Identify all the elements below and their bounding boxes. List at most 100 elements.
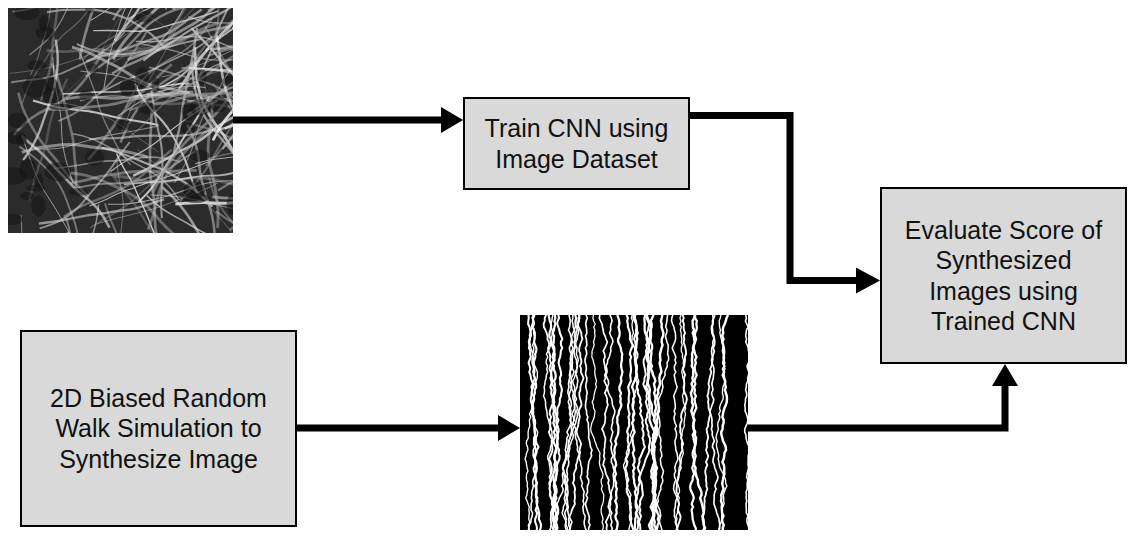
dark-pore — [45, 162, 71, 181]
fiber-strand — [162, 187, 233, 233]
fiber-strand — [109, 171, 186, 233]
fiber-strand — [207, 151, 233, 163]
dark-pore — [8, 214, 23, 225]
fiber-strand — [173, 8, 233, 9]
walk-path — [691, 315, 705, 530]
dark-pore — [8, 112, 27, 128]
fiber-strand — [70, 173, 177, 233]
fiber-strand — [175, 203, 233, 206]
fiber-strand — [142, 8, 178, 9]
walk-path — [633, 315, 645, 530]
fiber-strand — [14, 49, 104, 135]
box-label: Train CNN using Image Dataset — [475, 113, 678, 174]
dark-pore — [19, 159, 37, 180]
walk-path — [552, 315, 558, 530]
dark-pore — [85, 8, 95, 13]
dark-pore — [23, 76, 49, 97]
walk-path — [716, 315, 727, 530]
dark-pore — [27, 60, 46, 71]
fiber-strand — [218, 154, 233, 190]
dark-pore — [197, 69, 207, 85]
fiber-strand — [117, 161, 123, 233]
walk-path — [721, 315, 728, 530]
fiber-strand — [148, 125, 215, 230]
dark-pore — [151, 78, 159, 93]
fiber-strand — [232, 27, 233, 147]
fiber-strand — [152, 94, 231, 193]
walk-path — [555, 315, 575, 530]
walk-path — [574, 315, 587, 530]
dark-pore — [135, 11, 153, 22]
fiber-strand — [206, 64, 233, 166]
box-label: Evaluate Score of Synthesized Images usi… — [892, 215, 1115, 337]
walk-path — [657, 315, 668, 530]
fiber-strand — [21, 215, 29, 233]
dark-pore — [210, 97, 228, 112]
dark-pore — [85, 149, 105, 166]
dark-pore — [222, 76, 233, 87]
dark-pore — [79, 90, 93, 100]
synthesized-image — [520, 315, 748, 530]
walk-path — [591, 315, 604, 530]
dark-pore — [182, 193, 209, 203]
fiber-strand — [187, 125, 215, 233]
box-label: 2D Biased Random Walk Simulation to Synt… — [32, 383, 285, 475]
walk-path — [525, 315, 537, 530]
arrow-head — [992, 364, 1018, 386]
dark-pore — [189, 99, 211, 115]
fiber-strand — [88, 64, 172, 160]
arrow-head — [498, 415, 520, 441]
process-box: 2D Biased Random Walk Simulation to Synt… — [20, 330, 297, 527]
dark-pore — [20, 192, 34, 200]
dark-pore — [181, 122, 195, 134]
dark-pore — [38, 15, 49, 32]
fiber-strand — [171, 8, 233, 86]
process-box: Evaluate Score of Synthesized Images usi… — [880, 187, 1127, 364]
dark-pore — [14, 8, 39, 20]
fiber-strand — [113, 8, 184, 59]
fiber-strand — [191, 28, 233, 106]
dark-pore — [49, 103, 73, 110]
flow-connector — [690, 116, 858, 281]
walk-path — [599, 315, 611, 530]
walk-path — [585, 315, 592, 530]
dark-pore — [135, 67, 149, 88]
dark-pore — [120, 78, 137, 97]
image-background — [520, 315, 748, 530]
dark-pore — [26, 185, 46, 191]
fiber-strand — [117, 60, 231, 117]
dark-pore — [190, 150, 210, 162]
fiber-strand — [216, 211, 233, 233]
walk-path — [676, 315, 687, 530]
process-box: Train CNN using Image Dataset — [463, 97, 690, 190]
dark-pore — [88, 64, 98, 74]
dark-pore — [69, 188, 89, 196]
walk-path — [690, 315, 697, 530]
dark-pore — [31, 196, 45, 217]
fiber-strand — [194, 8, 233, 89]
fiber-strand — [139, 43, 233, 64]
dark-pore — [16, 135, 27, 145]
fiber-strand — [189, 68, 233, 88]
fiber-strand — [47, 10, 164, 47]
fiber-strand — [82, 8, 190, 60]
fiber-strand — [40, 142, 130, 228]
fiber-strand — [174, 28, 197, 153]
walk-path — [636, 315, 650, 530]
dark-pore — [138, 102, 156, 114]
walk-path — [614, 315, 622, 530]
fiber-strand — [165, 8, 233, 45]
fiber-strand — [230, 147, 233, 230]
arrow-line — [233, 117, 443, 124]
arrow-head — [441, 107, 463, 133]
dark-pore — [116, 118, 131, 130]
image-background — [8, 8, 233, 233]
arrow-line — [297, 425, 500, 432]
arrow-line — [748, 384, 1005, 428]
fiber-strand — [210, 8, 219, 50]
dark-pore — [8, 131, 26, 144]
walk-path — [745, 315, 748, 530]
walk-path — [625, 315, 633, 530]
fiber-strand — [129, 68, 233, 137]
